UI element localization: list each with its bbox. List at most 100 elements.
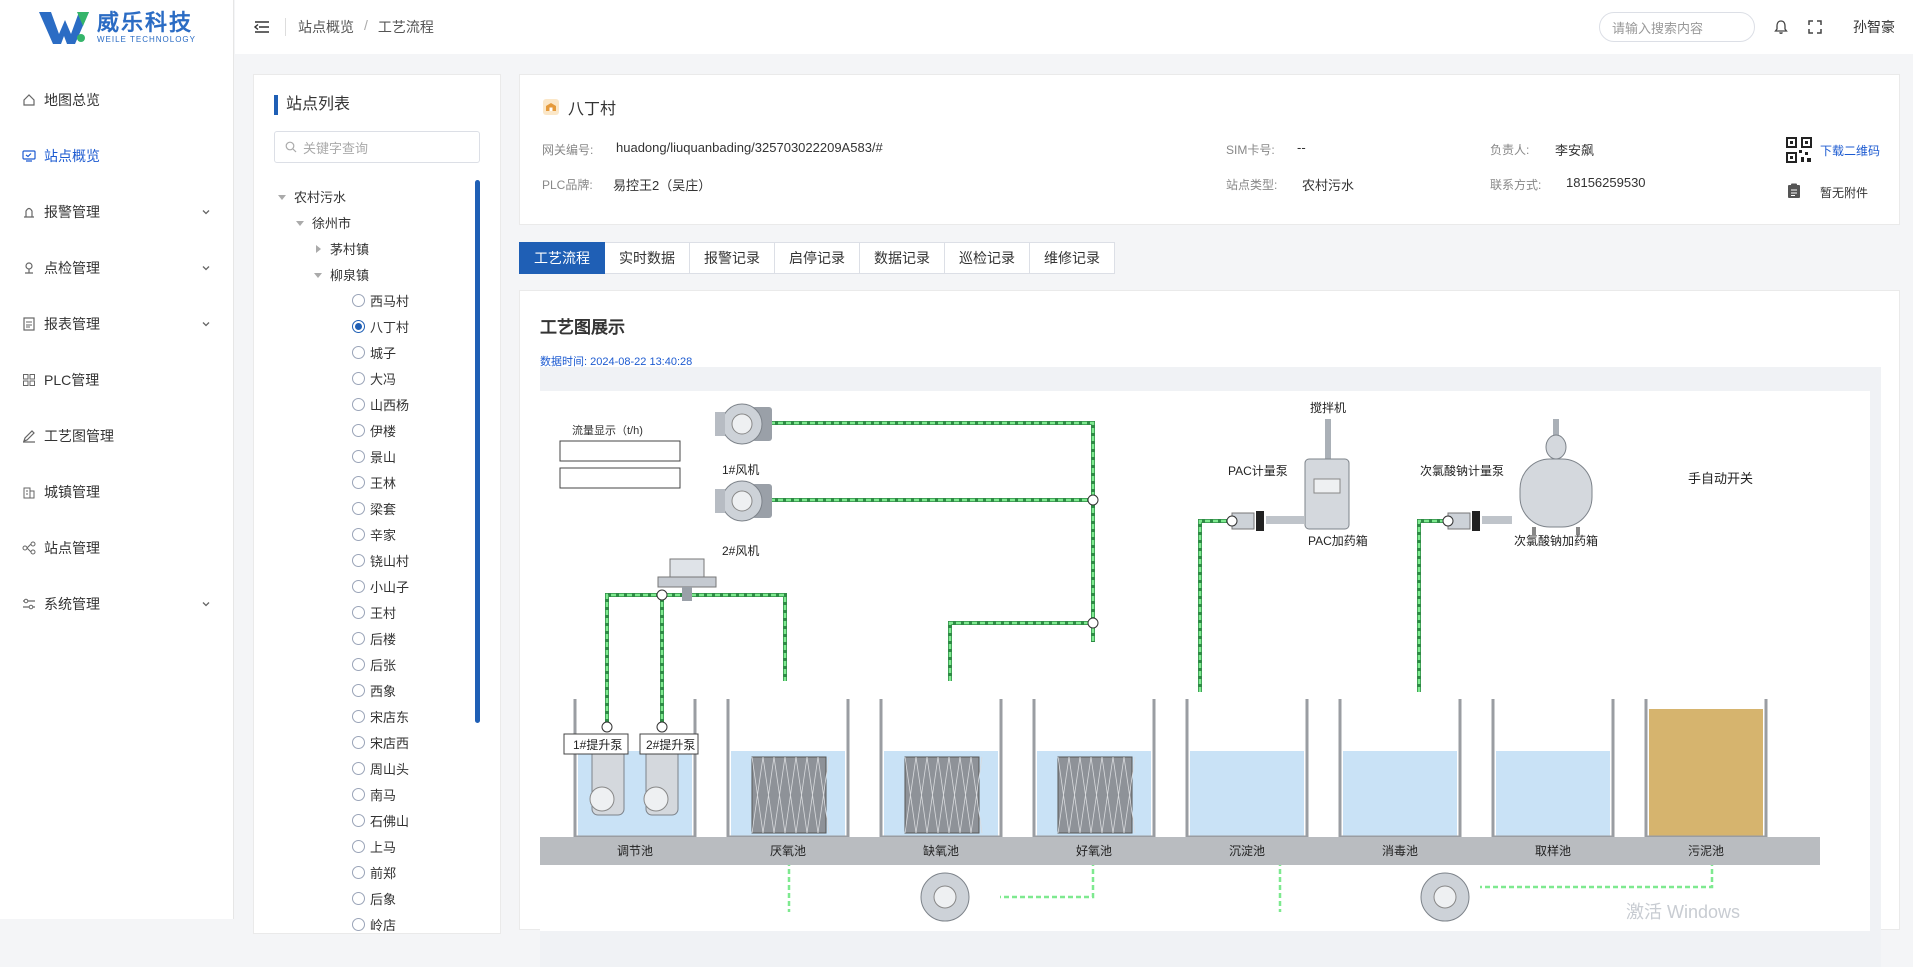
- tab-2[interactable]: 报警记录: [690, 242, 775, 274]
- station-radio[interactable]: [352, 527, 365, 541]
- sidebar-item-9[interactable]: 系统管理: [0, 576, 233, 632]
- station-tree-scrollbar[interactable]: [475, 180, 480, 723]
- station-radio[interactable]: [352, 423, 365, 437]
- sidebar-item-7[interactable]: 城镇管理: [0, 464, 233, 520]
- tank-5[interactable]: [1338, 699, 1462, 839]
- tank-7[interactable]: [1644, 699, 1768, 839]
- fullscreen-icon[interactable]: [1807, 19, 1823, 35]
- tab-3[interactable]: 启停记录: [775, 242, 860, 274]
- bottom-blower-1[interactable]: [920, 872, 970, 922]
- download-qr-link[interactable]: 下载二维码: [1820, 144, 1881, 158]
- station-option[interactable]: 山西杨: [274, 391, 474, 417]
- station-option[interactable]: 辛家: [274, 521, 474, 547]
- station-option[interactable]: 梁套: [274, 495, 474, 521]
- station-option[interactable]: 后张: [274, 651, 474, 677]
- station-radio[interactable]: [352, 631, 365, 645]
- station-option[interactable]: 小山子: [274, 573, 474, 599]
- pac-tank[interactable]: [1304, 419, 1350, 530]
- tree-node[interactable]: 柳泉镇: [274, 261, 474, 287]
- station-option[interactable]: 岭店: [274, 911, 474, 937]
- tab-0[interactable]: 工艺流程: [519, 242, 605, 274]
- sidebar-item-2[interactable]: 报警管理: [0, 184, 233, 240]
- station-option[interactable]: 王林: [274, 469, 474, 495]
- station-option[interactable]: 宋店东: [274, 703, 474, 729]
- sidebar-item-5[interactable]: PLC管理: [0, 352, 233, 408]
- station-radio[interactable]: [352, 891, 365, 905]
- station-option[interactable]: 八丁村: [274, 313, 474, 339]
- station-option[interactable]: 大冯: [274, 365, 474, 391]
- tab-6[interactable]: 维修记录: [1030, 242, 1115, 274]
- tank-1[interactable]: [726, 699, 850, 839]
- bell-icon[interactable]: [1773, 19, 1789, 35]
- lift-pump-1[interactable]: [563, 721, 629, 816]
- naclo-tank[interactable]: [1519, 419, 1593, 535]
- tree-node[interactable]: 徐州市: [274, 209, 474, 235]
- station-radio[interactable]: [352, 683, 365, 697]
- tank-2[interactable]: [879, 699, 1003, 839]
- station-radio[interactable]: [352, 709, 365, 723]
- station-radio[interactable]: [352, 917, 365, 931]
- bottom-blower-2[interactable]: [1420, 872, 1470, 922]
- station-option[interactable]: 周山头: [274, 755, 474, 781]
- qr-code-icon[interactable]: [1786, 137, 1812, 163]
- caret-right-icon[interactable]: [314, 241, 330, 256]
- station-option[interactable]: 城子: [274, 339, 474, 365]
- pac-pump[interactable]: [1231, 511, 1304, 531]
- station-option[interactable]: 王村: [274, 599, 474, 625]
- station-radio[interactable]: [352, 735, 365, 749]
- station-radio[interactable]: [352, 657, 365, 671]
- global-search-input[interactable]: 请输入搜索内容: [1599, 12, 1755, 42]
- tab-1[interactable]: 实时数据: [605, 242, 690, 274]
- station-option[interactable]: 西象: [274, 677, 474, 703]
- blower-1[interactable]: [715, 403, 772, 445]
- manual-auto-switch[interactable]: 手自动开关: [1688, 471, 1753, 486]
- station-radio[interactable]: [352, 501, 365, 515]
- station-radio[interactable]: [352, 839, 365, 853]
- station-option[interactable]: 景山: [274, 443, 474, 469]
- sidebar-item-6[interactable]: 工艺图管理: [0, 408, 233, 464]
- station-option[interactable]: 前郑: [274, 859, 474, 885]
- caret-down-icon[interactable]: [296, 215, 312, 230]
- station-radio[interactable]: [352, 475, 365, 489]
- sidebar-item-1[interactable]: 站点概览: [0, 128, 233, 184]
- station-radio[interactable]: [352, 605, 365, 619]
- station-radio[interactable]: [352, 293, 365, 307]
- sidebar-item-8[interactable]: 站点管理: [0, 520, 233, 576]
- station-radio[interactable]: [352, 865, 365, 879]
- station-option[interactable]: 后象: [274, 885, 474, 911]
- station-radio[interactable]: [352, 449, 365, 463]
- station-radio[interactable]: [352, 319, 365, 333]
- naclo-pump[interactable]: [1447, 511, 1512, 531]
- station-radio[interactable]: [352, 579, 365, 593]
- station-option[interactable]: 上马: [274, 833, 474, 859]
- station-radio[interactable]: [352, 345, 365, 359]
- menu-fold-icon[interactable]: [253, 18, 271, 36]
- caret-down-icon[interactable]: [278, 189, 294, 204]
- station-option[interactable]: 南马: [274, 781, 474, 807]
- sidebar-item-4[interactable]: 报表管理: [0, 296, 233, 352]
- blower-2[interactable]: [715, 480, 772, 522]
- tab-4[interactable]: 数据记录: [860, 242, 945, 274]
- lift-pump-2[interactable]: [639, 721, 699, 816]
- tab-5[interactable]: 巡检记录: [945, 242, 1030, 274]
- station-radio[interactable]: [352, 397, 365, 411]
- breadcrumb-item-overview[interactable]: 站点概览: [298, 19, 354, 35]
- station-search-input[interactable]: 关键字查询: [274, 131, 480, 163]
- station-radio[interactable]: [352, 371, 365, 385]
- station-option[interactable]: 石佛山: [274, 807, 474, 833]
- station-option[interactable]: 后楼: [274, 625, 474, 651]
- sidebar-item-0[interactable]: 地图总览: [0, 72, 233, 128]
- station-radio[interactable]: [352, 787, 365, 801]
- station-radio[interactable]: [352, 761, 365, 775]
- station-radio[interactable]: [352, 813, 365, 827]
- sidebar-item-3[interactable]: 点检管理: [0, 240, 233, 296]
- station-option[interactable]: 铙山村: [274, 547, 474, 573]
- user-name[interactable]: 孙智豪: [1853, 19, 1895, 35]
- station-option[interactable]: 西马村: [274, 287, 474, 313]
- station-option[interactable]: 伊楼: [274, 417, 474, 443]
- station-option[interactable]: 宋店西: [274, 729, 474, 755]
- station-radio[interactable]: [352, 553, 365, 567]
- tree-node[interactable]: 农村污水: [274, 183, 474, 209]
- tree-node[interactable]: 茅村镇: [274, 235, 474, 261]
- caret-down-icon[interactable]: [314, 267, 330, 282]
